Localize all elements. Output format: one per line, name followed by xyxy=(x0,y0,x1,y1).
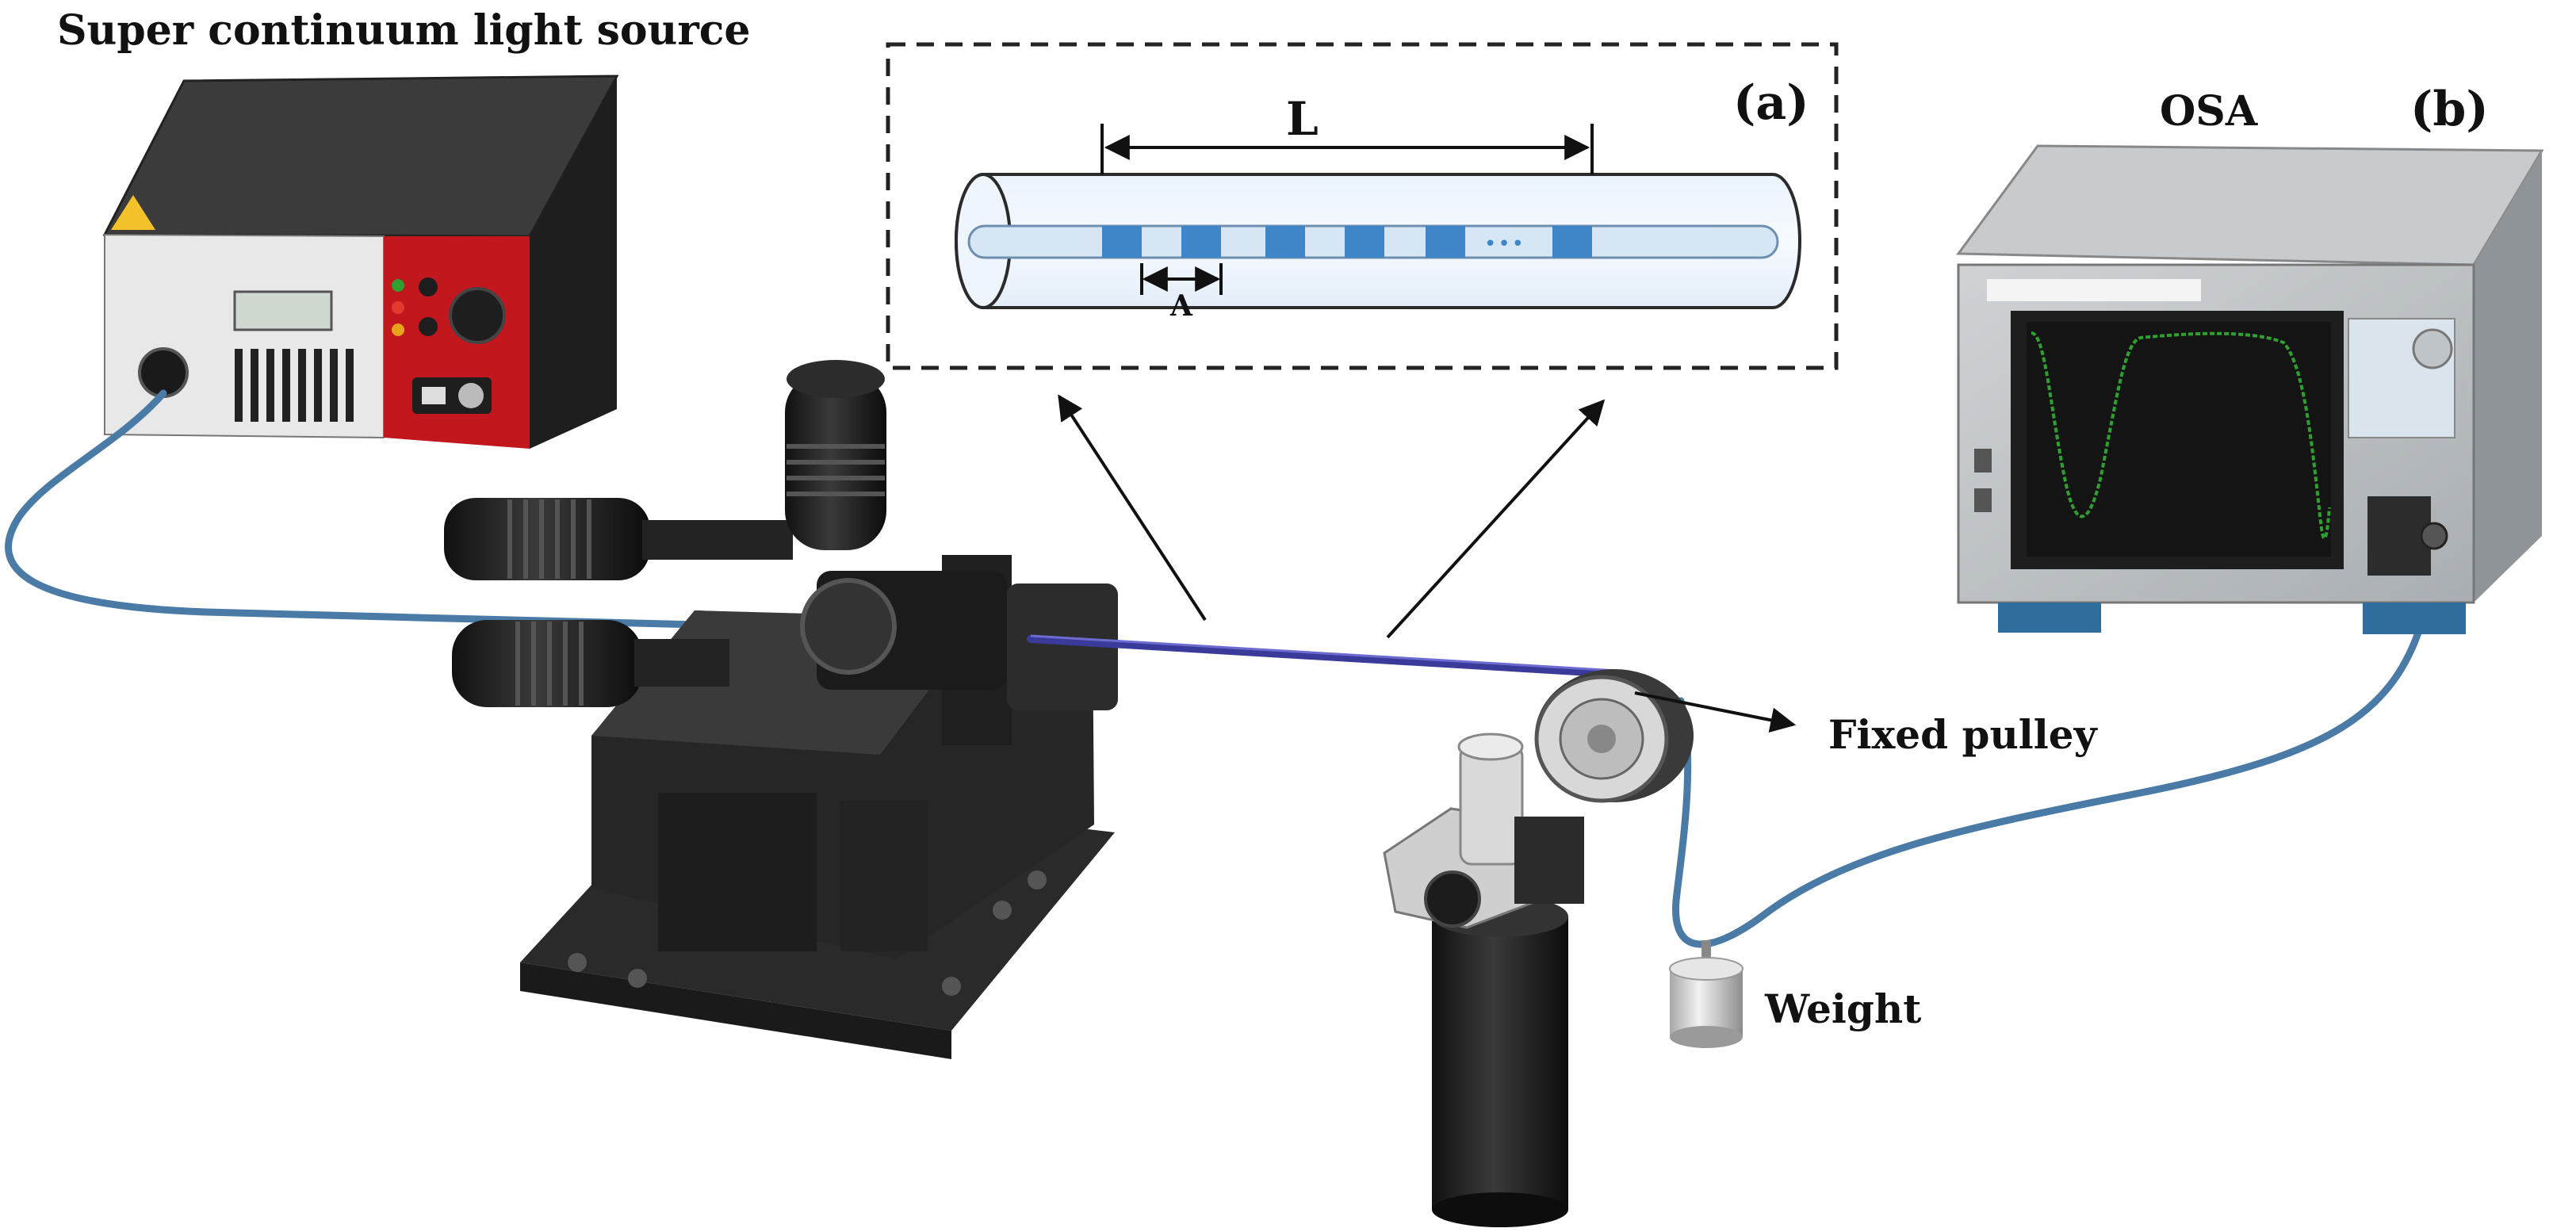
optical-spectrum-analyzer xyxy=(1956,144,2544,634)
warning-sticker xyxy=(111,195,155,230)
light-source-device xyxy=(102,75,619,449)
period-label: Λ xyxy=(1169,289,1193,323)
light-source-output-port xyxy=(138,347,189,398)
post xyxy=(1459,744,1524,866)
grating-ellipsis: ••• xyxy=(1484,232,1525,256)
light-source-front-red xyxy=(384,236,530,449)
small-knob xyxy=(419,277,438,297)
osa-side-port xyxy=(1974,488,1992,512)
osa-screen xyxy=(2027,322,2331,557)
fiber-under-test-highlight xyxy=(1030,634,1618,672)
small-knob xyxy=(419,317,438,336)
grating-marks xyxy=(1102,226,1592,258)
osa-foot-right xyxy=(2363,603,2466,634)
post-holder-bottom xyxy=(1432,1192,1568,1227)
base-holes xyxy=(568,870,1047,996)
pulley-label: Fixed pulley xyxy=(1828,711,2099,758)
fiber-translation-stage xyxy=(444,360,1118,1059)
length-label: L xyxy=(1286,92,1319,146)
light-source-label: Super continuum light source xyxy=(57,6,750,55)
panel-a-label: (a) xyxy=(1733,75,1809,131)
micrometer-y xyxy=(452,620,729,707)
output-fiber-cable xyxy=(1672,532,2436,948)
panel-b-label: (b) xyxy=(2410,82,2489,137)
stage-block xyxy=(658,793,817,951)
osa-label: OSA xyxy=(2160,87,2258,136)
weight-label: Weight xyxy=(1764,985,1921,1032)
osa-dial xyxy=(2412,328,2453,369)
weight-top xyxy=(1669,957,1743,981)
fixed-pulley-mount xyxy=(1383,669,1694,1227)
osa-label-strip xyxy=(1987,279,2201,301)
osa-side-port xyxy=(1974,449,1992,473)
light-source-knob xyxy=(449,287,506,344)
osa-spectrum-trace xyxy=(2031,331,2331,540)
post-holder-cylinder xyxy=(1432,916,1568,1210)
pulley-pointer-arrow xyxy=(1634,691,1797,733)
key-switch xyxy=(458,383,484,408)
clamp-knob xyxy=(1424,870,1481,928)
grating-mark xyxy=(1102,226,1142,258)
stage-base-front xyxy=(520,962,951,1059)
post-top xyxy=(1457,733,1524,761)
light-source-top xyxy=(102,75,619,238)
clamp-block xyxy=(1514,817,1584,904)
grating-mark xyxy=(1552,226,1592,258)
grating-mark xyxy=(1181,226,1221,258)
grating-mark xyxy=(1345,226,1384,258)
weight-bottom xyxy=(1670,1026,1743,1048)
micrometer-z xyxy=(785,360,886,550)
osa-input-port xyxy=(2420,522,2448,550)
key-switch-slot xyxy=(422,387,446,404)
grating-inset: (a) ••• L Λ xyxy=(886,42,1839,370)
osa-top xyxy=(1956,144,2544,266)
fiber-under-test xyxy=(1027,635,1621,678)
grating-mark xyxy=(1426,226,1465,258)
osa-foot-left xyxy=(1998,603,2101,633)
osa-side xyxy=(2474,151,2542,603)
zoom-arrow-left xyxy=(1058,394,1207,622)
inset-border xyxy=(886,42,1839,370)
indicator-led-green xyxy=(392,279,404,292)
light-source-display xyxy=(233,290,333,331)
fiber-holder-head xyxy=(1007,583,1118,710)
zoom-arrow-right xyxy=(1386,399,1606,639)
vent-grille xyxy=(235,349,354,422)
indicator-led-red xyxy=(392,301,404,314)
fiber-holder-ring xyxy=(800,578,897,675)
light-source-side xyxy=(530,76,617,449)
stage-block xyxy=(840,801,928,951)
micrometer-x xyxy=(444,498,793,580)
indicator-led-amber xyxy=(392,323,404,336)
grating-mark xyxy=(1265,226,1305,258)
pulley-wheel xyxy=(1534,669,1694,803)
hanging-weight xyxy=(1669,940,1743,1048)
